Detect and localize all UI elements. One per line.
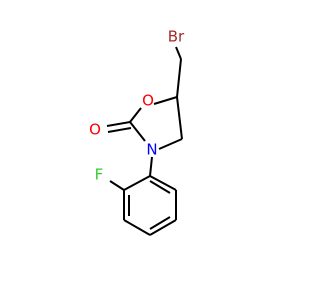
bond-ch2-c5: [176, 58, 182, 98]
bond-ring-3: [123, 219, 151, 236]
bond-n-c2: [129, 121, 146, 142]
bond-c-f: [109, 180, 125, 191]
bond-br-ch2: [175, 46, 182, 60]
bond-aromatic-inner-3: [149, 180, 171, 194]
bond-c2-ocarbonyl-1: [106, 121, 131, 127]
atom-oxygen-ring-label: O: [142, 92, 154, 110]
atom-fluorine-label: F: [95, 166, 104, 184]
bond-n-ipso: [149, 156, 153, 177]
bond-c2-ocarbonyl-2: [107, 127, 132, 133]
molecule-canvas: Br O O N F: [89, 27, 186, 236]
bond-ring-4: [149, 219, 177, 236]
bond-c4-n: [158, 138, 183, 150]
atom-label-group: Br O O N F: [89, 28, 185, 184]
bond-group: [106, 46, 183, 236]
bond-c2-oring: [129, 107, 142, 123]
bond-aromatic-inner-2: [149, 216, 171, 230]
atom-nitrogen-label: N: [146, 141, 157, 159]
bond-c5-oring: [153, 96, 178, 105]
atom-bromine-label: Br: [168, 28, 185, 46]
bond-ring-6: [149, 175, 177, 191]
atom-oxygen-carbonyl-label: O: [89, 121, 101, 139]
bond-c5-c4: [176, 96, 183, 140]
bond-ring-1: [123, 175, 151, 191]
